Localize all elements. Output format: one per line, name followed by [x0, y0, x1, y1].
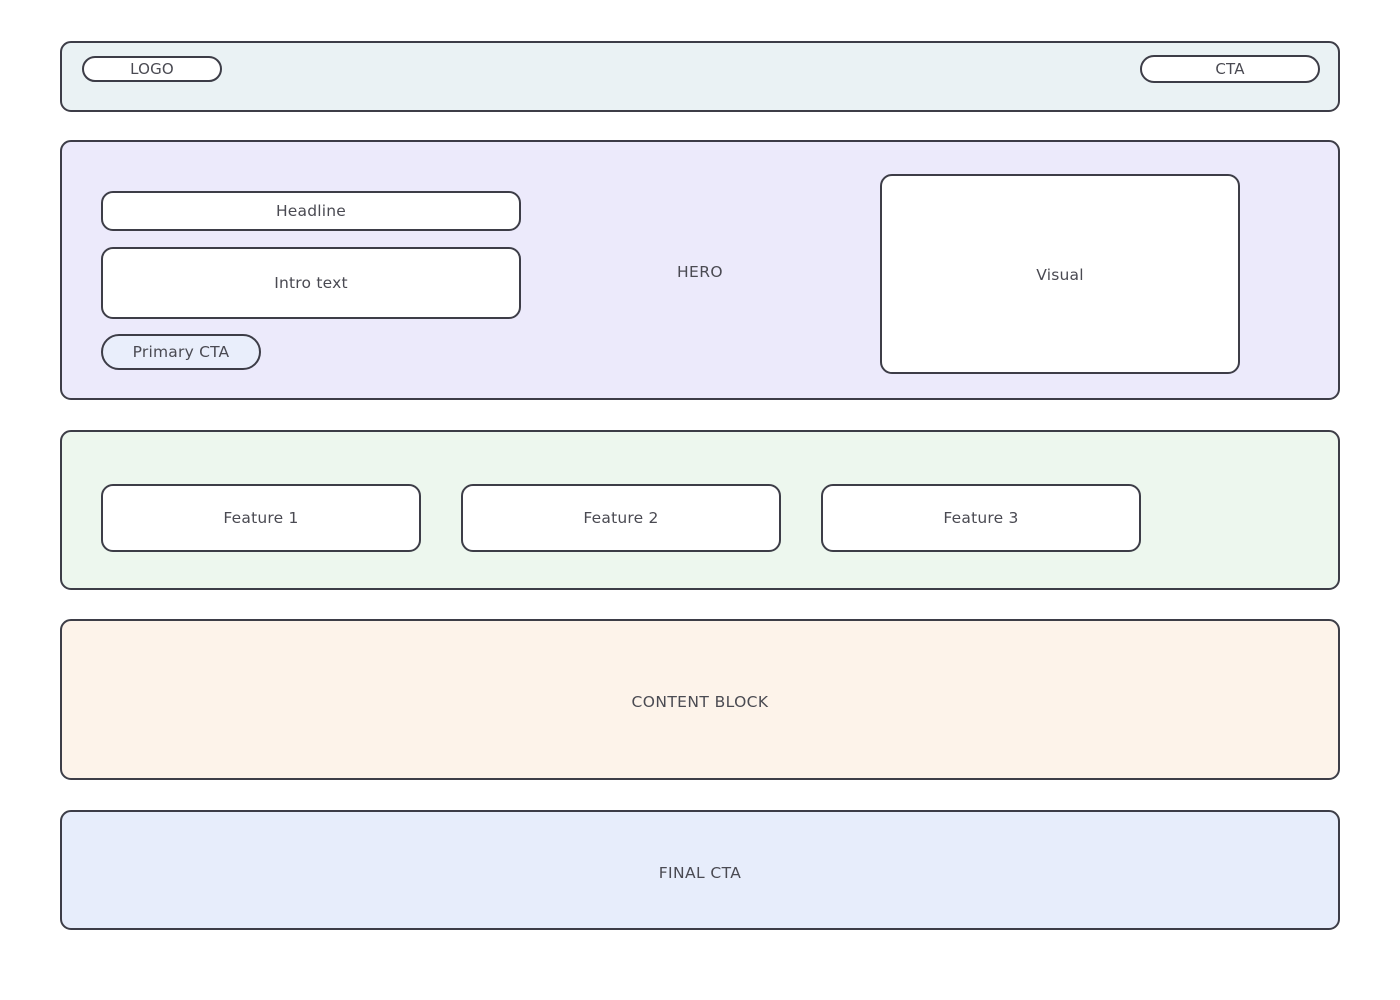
feature-card[interactable]: Feature 2 — [461, 484, 781, 552]
header-band: LOGO CTA — [60, 41, 1340, 112]
final-cta-band: FINAL CTA — [60, 810, 1340, 930]
hero-primary-cta-button[interactable]: Primary CTA — [101, 334, 261, 370]
logo-placeholder[interactable]: LOGO — [82, 56, 222, 82]
hero-section-label: HERO — [676, 263, 724, 281]
feature-card[interactable]: Feature 1 — [101, 484, 421, 552]
header-cta-button[interactable]: CTA — [1140, 55, 1320, 83]
feature-card[interactable]: Feature 3 — [821, 484, 1141, 552]
features-band: Feature 1 Feature 2 Feature 3 — [60, 430, 1340, 590]
content-block-label: CONTENT BLOCK — [631, 693, 769, 711]
hero-band: Headline Intro text Primary CTA HERO Vis… — [60, 140, 1340, 400]
content-block-band: CONTENT BLOCK — [60, 619, 1340, 780]
hero-visual-placeholder: Visual — [880, 174, 1240, 374]
hero-intro-text-placeholder: Intro text — [101, 247, 521, 319]
final-cta-label: FINAL CTA — [658, 864, 742, 882]
hero-headline-placeholder: Headline — [101, 191, 521, 231]
